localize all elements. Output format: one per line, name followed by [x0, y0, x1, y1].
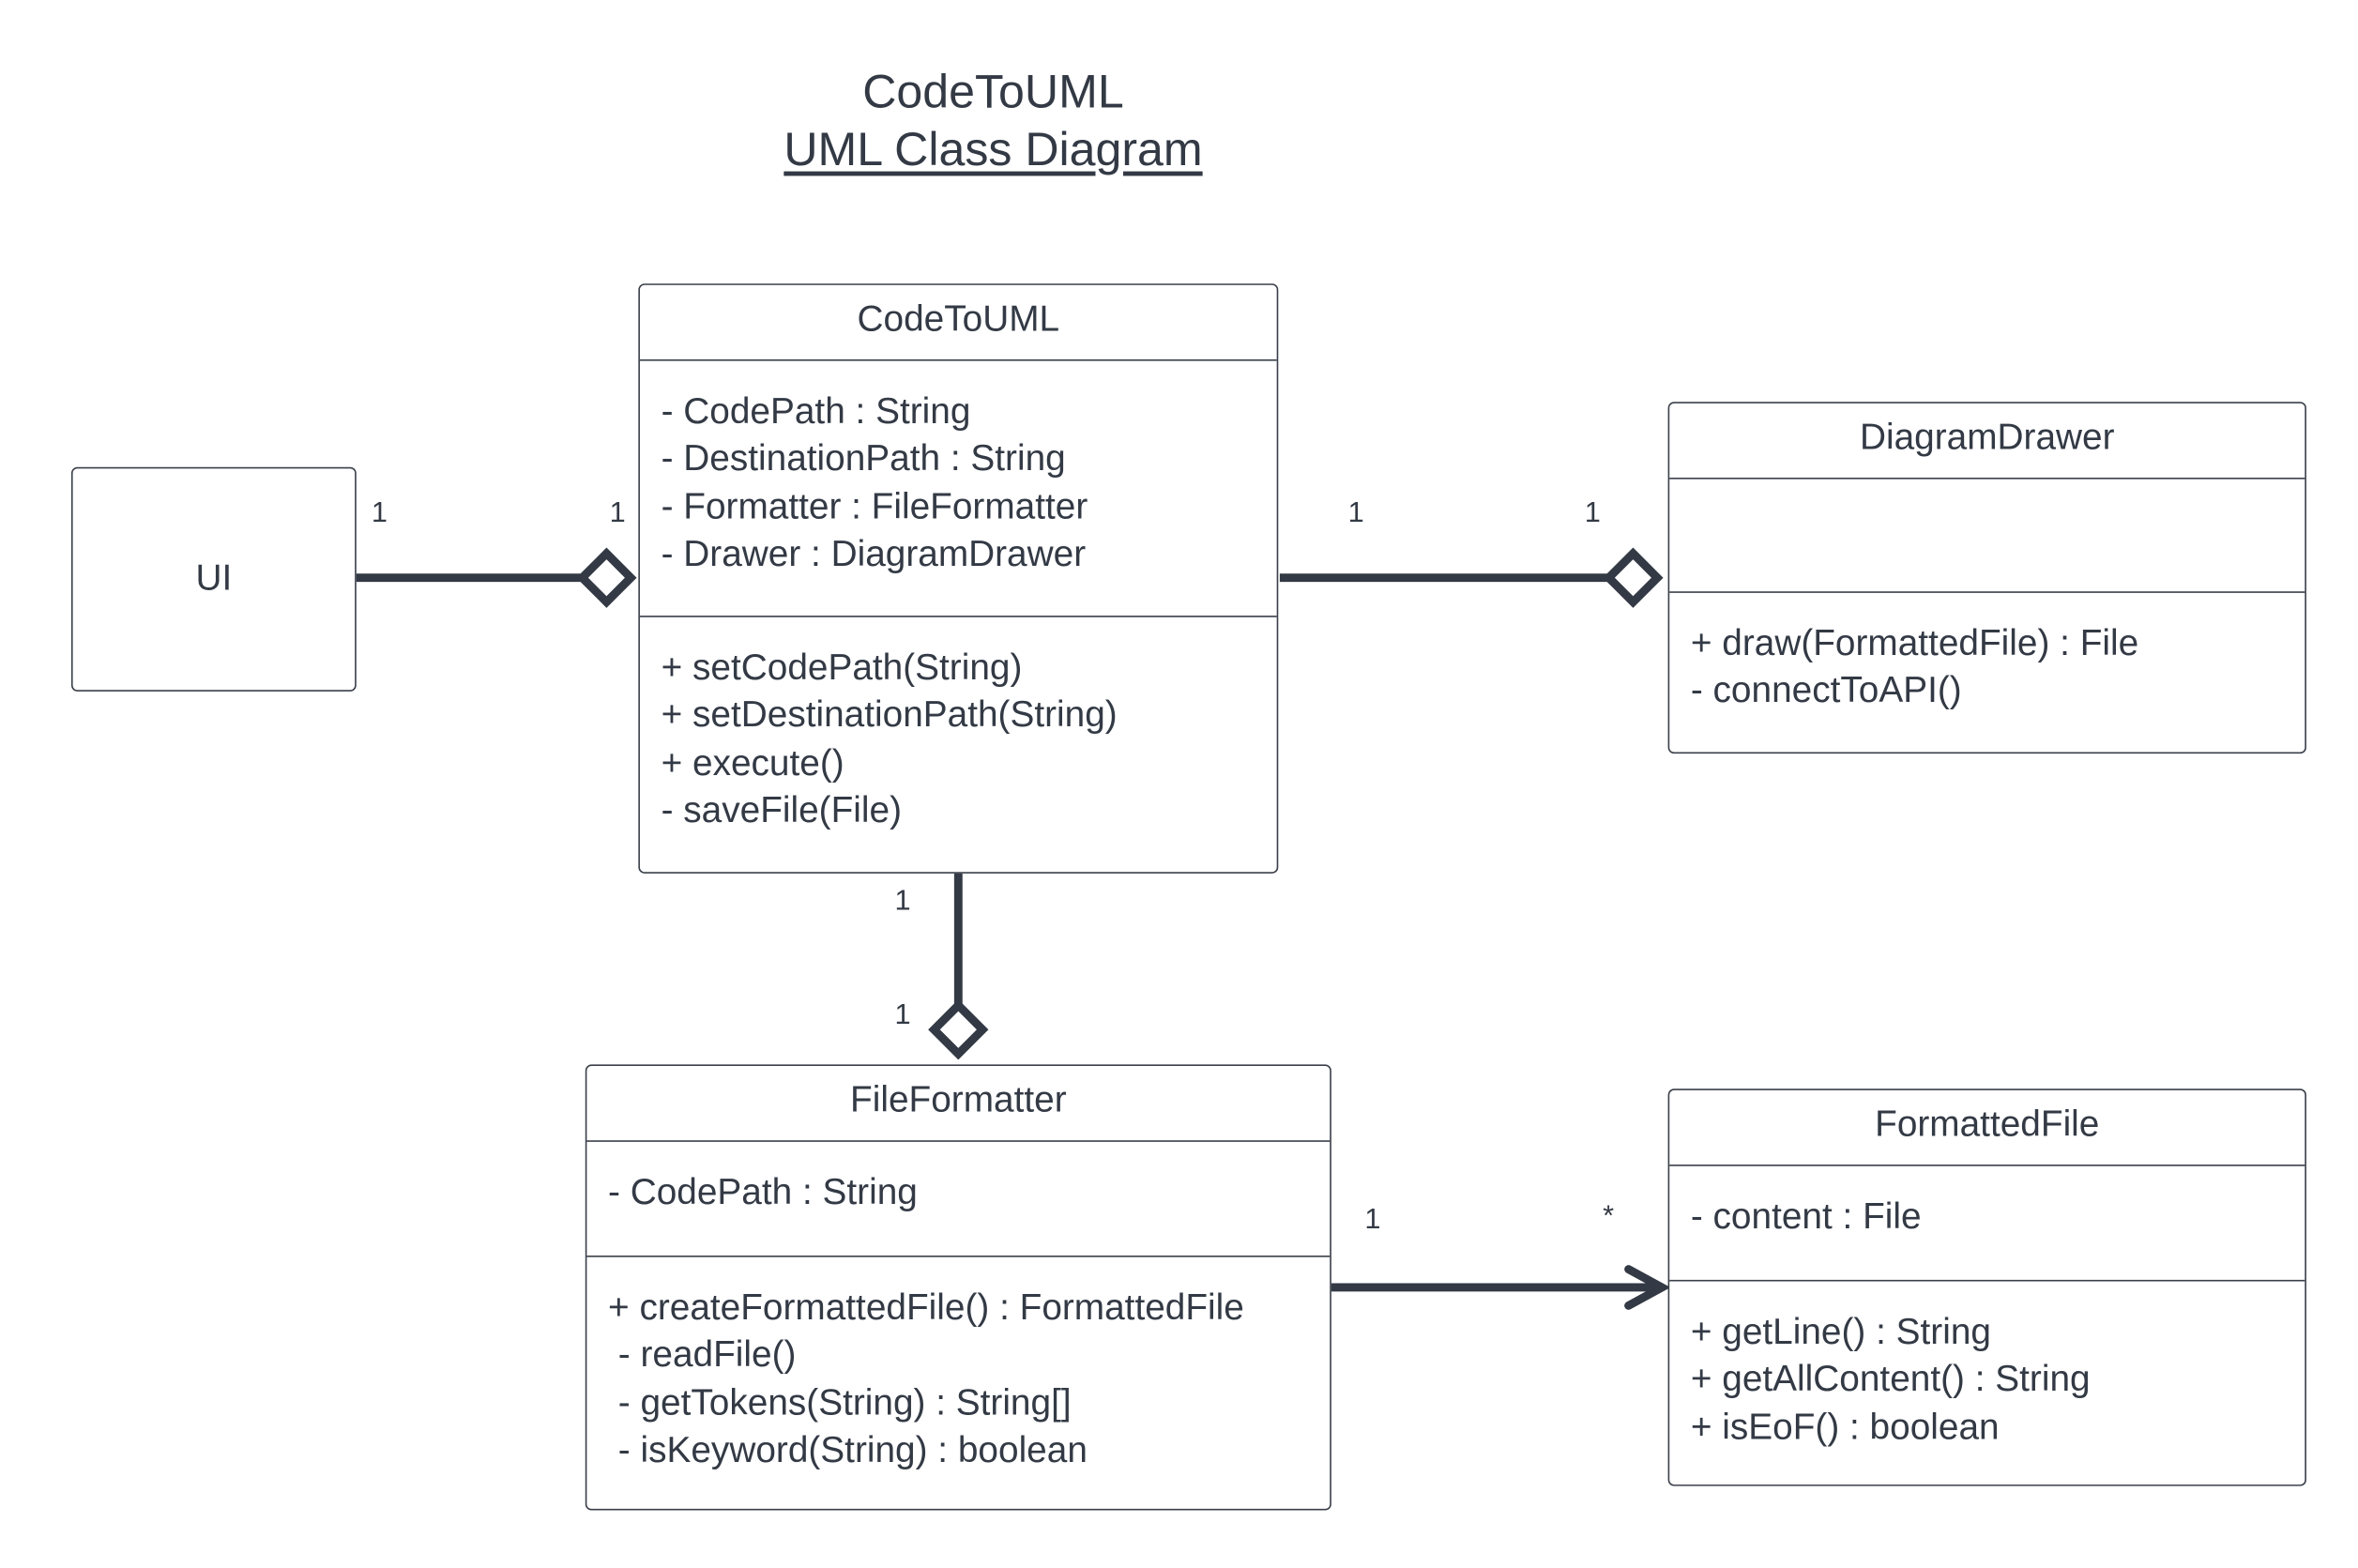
attribute: - Drawer : DiagramDrawer [661, 533, 1087, 575]
method: - getTokens(String) : String[] [608, 1382, 1072, 1423]
method: + getLine() : String [1690, 1311, 1991, 1353]
methods-section: + getLine() : String + getAllContent() :… [1669, 1282, 2305, 1452]
class-fileformatter[interactable]: FileFormatter - CodePath : String + crea… [585, 1064, 1331, 1511]
attribute: - content : File [1690, 1196, 1922, 1238]
class-codetouml[interactable]: CodeToUML - CodePath : String - Destinat… [638, 283, 1279, 874]
method: + getAllContent() : String [1690, 1359, 2091, 1401]
method: - saveFile(File) [661, 789, 903, 831]
methods-section: + setCodePath(String) + setDestinationPa… [640, 617, 1277, 834]
class-diagramdrawer[interactable]: DiagramDrawer + draw(FormattedFile) : Fi… [1667, 402, 2306, 754]
association-arrowhead [1624, 1265, 1671, 1310]
multiplicity-ui-target: 1 [609, 497, 626, 529]
class-formattedfile[interactable]: FormattedFile - content : File + getLine… [1667, 1088, 2306, 1486]
attribute: - DestinationPath : String [661, 438, 1066, 480]
diagram-subtitle: UML Class Diagram [783, 122, 1203, 176]
diagram-title: CodeToUML [862, 65, 1124, 119]
method: - readFile() [608, 1334, 797, 1377]
methods-section: + draw(FormattedFile) : File - connectTo… [1669, 593, 2305, 715]
class-name: DiagramDrawer [1669, 403, 2305, 480]
ui-box[interactable]: UI [70, 466, 357, 692]
attributes-section: - content : File [1669, 1166, 2305, 1282]
method: + setDestinationPath(String) [661, 694, 1118, 737]
attribute: - Formatter : FileFormatter [661, 486, 1088, 527]
class-name: FormattedFile [1669, 1090, 2305, 1166]
attributes-section [1669, 480, 2305, 593]
method: + draw(FormattedFile) : File [1690, 623, 2139, 664]
multiplicity-ui-source: 1 [371, 497, 388, 529]
methods-section: + createFormattedFile() : FormattedFile … [586, 1257, 1330, 1474]
multiplicity-drawer-source: 1 [1347, 497, 1364, 529]
multiplicity-formatter-target: 1 [894, 998, 911, 1031]
method: + setCodePath(String) [661, 647, 1023, 689]
aggregation-diamond-ui-codetouml [576, 547, 637, 608]
multiplicity-formatter-source: 1 [894, 885, 911, 918]
attributes-section: - CodePath : String [586, 1142, 1331, 1257]
method: + createFormattedFile() : FormattedFile [608, 1286, 1244, 1329]
ui-label: UI [195, 557, 233, 600]
method: - connectToAPI() [1690, 670, 1962, 712]
method: + execute() [661, 742, 844, 784]
attributes-section: - CodePath : String - DestinationPath : … [639, 361, 1277, 617]
class-name: FileFormatter [586, 1066, 1331, 1142]
method: - isKeyword(String) : boolean [608, 1429, 1088, 1471]
aggregation-diamond-codetouml-diagramdrawer [1603, 547, 1664, 608]
class-name: CodeToUML [639, 285, 1277, 361]
multiplicity-formattedfile-source: 1 [1364, 1204, 1381, 1237]
multiplicity-drawer-target: 1 [1584, 497, 1601, 529]
multiplicity-formattedfile-target: * [1603, 1200, 1615, 1233]
aggregation-diamond-codetouml-fileformatter [928, 999, 989, 1060]
attribute: - CodePath : String [608, 1172, 918, 1213]
method: + isEoF() : boolean [1690, 1406, 2000, 1448]
attribute: - CodePath : String [661, 390, 971, 433]
